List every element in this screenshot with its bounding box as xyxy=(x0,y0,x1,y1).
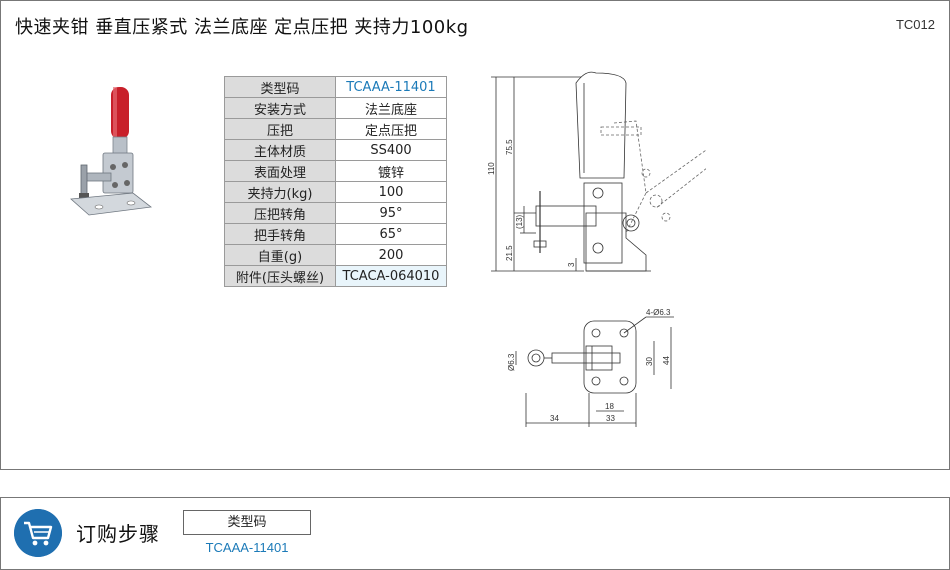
cart-icon xyxy=(14,509,62,557)
spec-key: 类型码 xyxy=(224,76,336,98)
dim-3: 3 xyxy=(567,262,576,267)
spec-value[interactable]: TCAAA-11401 xyxy=(335,76,447,98)
dim-75-5: 75.5 xyxy=(505,139,514,155)
product-photo xyxy=(70,87,153,216)
spec-key: 压把转角 xyxy=(224,202,336,224)
dim-13: (13) xyxy=(515,214,524,229)
spec-key: 把手转角 xyxy=(224,223,336,245)
spec-key: 夹持力(kg) xyxy=(224,181,336,203)
spec-key: 表面处理 xyxy=(224,160,336,182)
spec-row: 表面处理镀锌 xyxy=(224,160,447,182)
side-view-drawing: 110 75.5 (13) 21.5 3 xyxy=(487,71,706,272)
spec-row: 安装方式法兰底座 xyxy=(224,97,447,119)
spec-key: 安装方式 xyxy=(224,97,336,119)
dim-21-5: 21.5 xyxy=(505,245,514,261)
dim-110: 110 xyxy=(487,162,496,175)
spec-value: 65° xyxy=(335,223,447,245)
spec-value: 100 xyxy=(335,181,447,203)
spec-row: 自重(g)200 xyxy=(224,244,447,266)
spec-row: 夹持力(kg)100 xyxy=(224,181,447,203)
dim-34: 34 xyxy=(550,414,559,423)
page-title: 快速夹钳 垂直压紧式 法兰底座 定点压把 夹持力100kg xyxy=(15,17,469,38)
spec-key: 主体材质 xyxy=(224,139,336,161)
order-steps-title: 订购步骤 xyxy=(76,522,160,546)
dim-30: 30 xyxy=(645,357,654,366)
dim-33: 33 xyxy=(606,414,615,423)
spec-value: TCACA-064010 xyxy=(335,265,447,287)
product-code: TC012 xyxy=(895,17,935,32)
dim-6-3: Ø6.3 xyxy=(507,353,516,371)
spec-row: 压把定点压把 xyxy=(224,118,447,140)
spec-value: 200 xyxy=(335,244,447,266)
spec-value: 定点压把 xyxy=(335,118,447,140)
dim-18: 18 xyxy=(605,402,614,411)
spec-key: 自重(g) xyxy=(224,244,336,266)
spec-value: SS400 xyxy=(335,139,447,161)
spec-key: 附件(压头螺丝) xyxy=(224,265,336,287)
order-type-code-label: 类型码 xyxy=(183,510,311,535)
spec-value: 95° xyxy=(335,202,447,224)
dim-hole-dia: 4-Ø6.3 xyxy=(646,308,671,317)
order-type-code-value[interactable]: TCAAA-11401 xyxy=(205,540,289,555)
dim-44: 44 xyxy=(662,356,671,365)
spec-value: 镀锌 xyxy=(335,160,447,182)
order-steps-panel: 订购步骤 类型码 TCAAA-11401 xyxy=(0,497,950,570)
spec-row: 附件(压头螺丝)TCACA-064010 xyxy=(224,265,447,287)
spec-value: 法兰底座 xyxy=(335,97,447,119)
top-view-drawing: 4-Ø6.3 Ø6.3 30 44 18 33 34 xyxy=(507,308,674,427)
spec-key: 压把 xyxy=(224,118,336,140)
